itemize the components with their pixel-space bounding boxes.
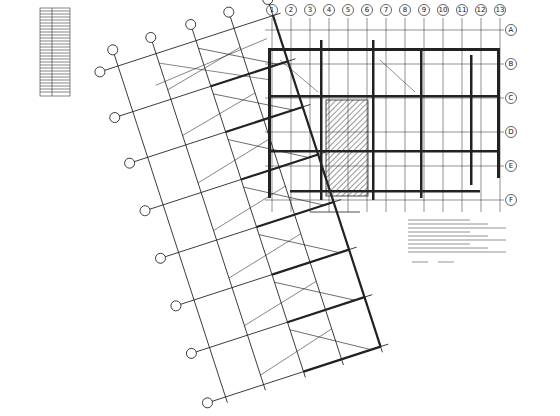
axis-number: 12 [477, 6, 486, 14]
floor-plan [265, 5, 517, 213]
skewed-grid [88, 0, 390, 410]
axis-number: 4 [327, 6, 331, 14]
axis-number: 6 [365, 6, 369, 14]
axis-number: C [509, 94, 514, 102]
axis-number: 5 [346, 6, 350, 14]
axis-number: E [509, 162, 513, 170]
axis-number: 1 [270, 6, 274, 14]
axis-number: F [509, 196, 513, 204]
axis-number: 9 [422, 6, 426, 14]
axis-number: 11 [458, 6, 467, 14]
axis-number: 13 [496, 6, 505, 14]
axis-number: 7 [384, 6, 388, 14]
axis-number: 3 [308, 6, 312, 14]
axis-number: 2 [289, 6, 293, 14]
axis-number: A [509, 26, 514, 34]
note-lines [408, 220, 506, 262]
axis-number: 8 [403, 6, 407, 14]
axis-number: B [509, 60, 514, 68]
floor-table [40, 8, 70, 96]
axis-number: 10 [439, 6, 448, 14]
axis-number: D [508, 128, 513, 136]
